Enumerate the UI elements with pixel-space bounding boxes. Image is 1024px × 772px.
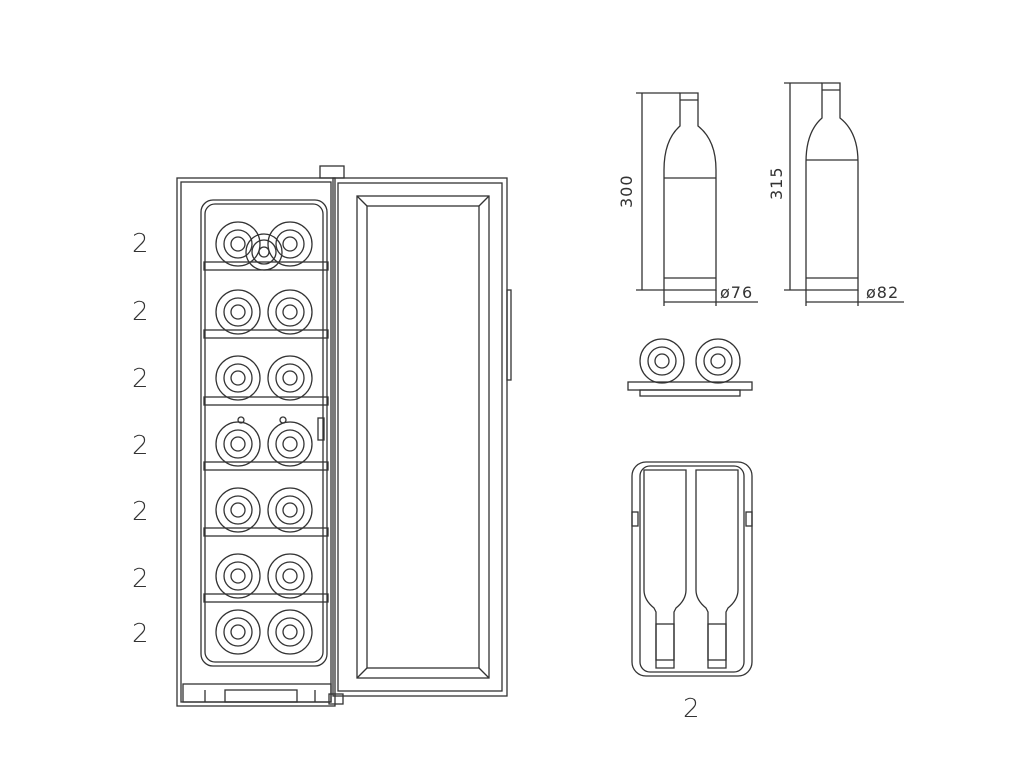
cabinet-body [176, 177, 336, 707]
shelf-rails [203, 261, 329, 603]
row-count-4: 2 [132, 431, 149, 461]
bottle-end-icon [267, 289, 313, 335]
shelf-rail [203, 527, 329, 537]
row-count-7: 2 [132, 619, 149, 649]
bottle-b-outline [805, 82, 859, 291]
bottle-end-icon [267, 421, 313, 467]
bottle-top-view-outline [695, 469, 739, 669]
open-door [332, 177, 512, 697]
row-count-3: 2 [132, 364, 149, 394]
bottle-end-icon [215, 355, 261, 401]
bottle-b-diagram: 315 ø82 [767, 82, 904, 306]
bottle-a-height-label: 300 [617, 174, 636, 208]
bottle-row [215, 609, 313, 655]
bottle-end-icon [267, 609, 313, 655]
bottle-b-height-label: 315 [767, 166, 786, 200]
shelf-rail [627, 381, 753, 391]
sensor-icon [237, 416, 245, 424]
shelf-rail [203, 261, 329, 271]
bottle-end-icon [267, 487, 313, 533]
bottle-end-icon [215, 289, 261, 335]
door-glass [356, 195, 490, 679]
shelf-rail [203, 461, 329, 471]
bottle-end-icon [215, 553, 261, 599]
bottle-row [215, 421, 313, 467]
door-frame [332, 177, 508, 697]
bottle-b-diameter-label: ø82 [866, 283, 899, 302]
cabinet-liner [200, 199, 328, 667]
bottle-row [215, 289, 313, 335]
bottle-a-diameter-label: ø76 [720, 283, 753, 302]
bottle-end-icon [215, 609, 261, 655]
bottle-a-outline [663, 92, 717, 291]
bottle-end-icon [215, 221, 261, 267]
top-hinge [319, 165, 345, 179]
bottle-row [215, 553, 313, 599]
row-count-1: 2 [132, 229, 149, 259]
bottle-end-icon [215, 487, 261, 533]
shelf-rail [203, 329, 329, 339]
bottle-rows [215, 221, 313, 655]
shelf-front-view [627, 338, 753, 397]
shelf-count-label: 2 [683, 694, 700, 724]
bottle-row [215, 355, 313, 401]
bottle-row [215, 221, 313, 267]
bottle-row [215, 487, 313, 533]
row-count-6: 2 [132, 564, 149, 594]
bottle-end-icon [639, 338, 685, 384]
door-handle [506, 289, 512, 381]
bottle-end-icon [215, 421, 261, 467]
row-count-labels: 2 2 2 2 2 2 2 [132, 229, 149, 649]
bottle-end-icon [267, 221, 313, 267]
side-control [317, 417, 325, 441]
shelf-rail [203, 593, 329, 603]
bottle-a-diagram: 300 ø76 [617, 92, 758, 306]
bottle-end-icon [267, 355, 313, 401]
bottom-hinge [328, 693, 344, 705]
shelf-top-view: 2 [631, 461, 753, 724]
row-count-5: 2 [132, 497, 149, 527]
shelf-outline [631, 461, 753, 677]
bottle-top-view-outline [643, 469, 687, 669]
bottle-end-icon [267, 553, 313, 599]
bottle-end-icon [695, 338, 741, 384]
row-count-2: 2 [132, 297, 149, 327]
shelf-rail [203, 396, 329, 406]
cabinet [176, 165, 345, 707]
